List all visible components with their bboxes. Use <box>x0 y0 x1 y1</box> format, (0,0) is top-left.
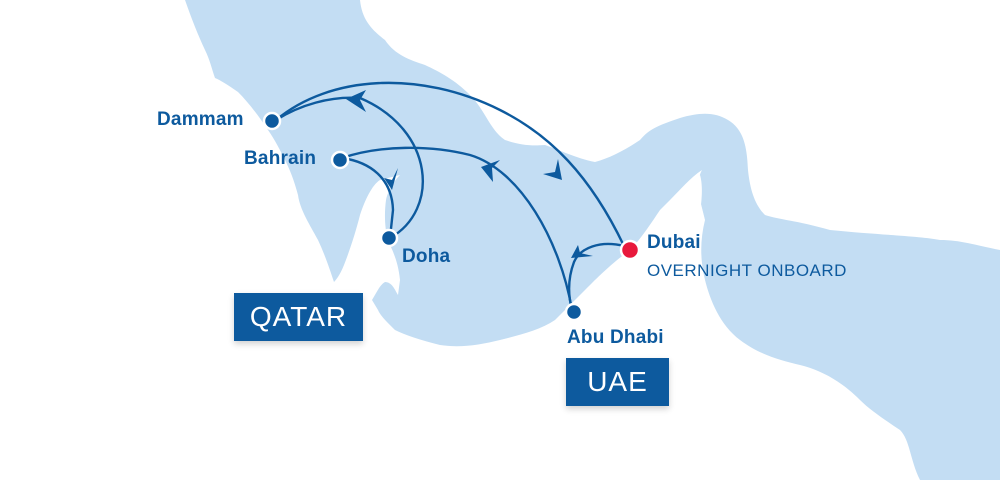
route-arrows <box>346 90 593 258</box>
arrow-icon <box>384 168 398 190</box>
sea-area <box>185 0 1000 480</box>
country-badge-qatar: QATAR <box>234 293 363 341</box>
port-marker-dammam[interactable] <box>262 111 282 131</box>
musandam-land <box>645 175 702 254</box>
arrow-icon <box>571 245 593 258</box>
port-marker-doha[interactable] <box>379 228 399 248</box>
route-bahrain-doha <box>341 156 395 239</box>
port-marker-bahrain[interactable] <box>330 150 350 170</box>
route-dammam-dubai <box>275 81 626 247</box>
port-label-dubai: Dubai <box>647 232 701 253</box>
port-marker-abu-dhabi[interactable] <box>564 302 584 322</box>
arrow-icon <box>543 159 562 180</box>
arrow-icon <box>346 90 366 112</box>
port-markers <box>262 111 641 322</box>
route-lines <box>275 81 626 311</box>
port-label-dammam: Dammam <box>157 109 244 130</box>
route-abudhabi-bahrain <box>341 146 574 311</box>
arrow-icon <box>481 160 500 182</box>
route-dubai-abudhabi <box>568 242 625 311</box>
route-doha-dammam <box>275 96 424 240</box>
port-label-abu-dhabi: Abu Dhabi <box>567 327 664 348</box>
dubai-overnight-note: OVERNIGHT ONBOARD <box>647 261 847 280</box>
country-badge-uae: UAE <box>566 358 669 406</box>
port-marker-dubai[interactable] <box>619 239 641 261</box>
port-label-doha: Doha <box>402 246 451 267</box>
port-label-bahrain: Bahrain <box>244 148 317 169</box>
